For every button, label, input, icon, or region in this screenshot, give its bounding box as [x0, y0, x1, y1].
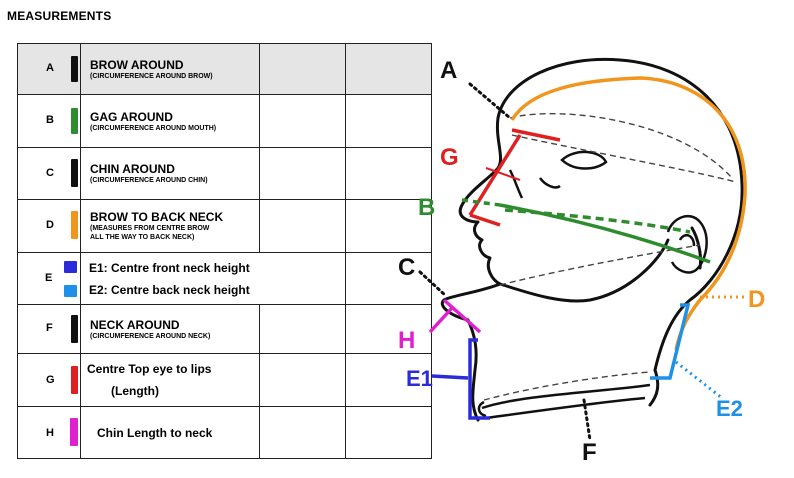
row-letter-e: E	[45, 272, 53, 284]
row-subtitle-c: (CIRCUMFERENCE AROUND CHIN)	[90, 177, 208, 184]
row-title-f: NECK AROUND	[90, 317, 180, 332]
row-letter-b: B	[46, 114, 54, 126]
pointer-e1	[431, 374, 469, 380]
row-letter-g: G	[46, 374, 55, 386]
line-b	[461, 198, 711, 264]
table-row-b: B GAG AROUND (CIRCUMFERENCE AROUND MOUTH…	[17, 94, 432, 148]
color-swatch-b	[71, 108, 78, 134]
pointer-c	[418, 270, 448, 298]
row-title-b: GAG AROUND	[90, 109, 173, 124]
bracket-e2	[650, 303, 691, 380]
row-e2-text: E2: Centre back neck height	[89, 282, 250, 297]
label-e2: E2	[716, 396, 743, 421]
pointer-a	[468, 82, 512, 120]
pointer-e2	[675, 360, 723, 400]
line-d	[510, 76, 747, 351]
bracket-e1	[468, 338, 490, 420]
row-letter-h: H	[46, 427, 54, 439]
color-swatch-f	[71, 315, 78, 343]
row-title-c: CHIN AROUND	[90, 162, 175, 176]
table-row-f: F NECK AROUND (CIRCUMFERENCE AROUND NECK…	[17, 304, 432, 354]
neck-base	[477, 383, 651, 420]
row-letter-f: F	[46, 322, 53, 334]
table-row-c: C CHIN AROUND (CIRCUMFERENCE AROUND CHIN…	[17, 147, 432, 200]
eye-shape	[508, 150, 608, 199]
label-e1: E1	[406, 366, 433, 391]
row-subtitle-f: (CIRCUMFERENCE AROUND NECK)	[90, 332, 211, 340]
row-title-d: BROW TO BACK NECK	[90, 210, 224, 224]
row-letter-c: C	[46, 167, 54, 179]
row-title-h: Chin Length to neck	[97, 425, 213, 440]
label-f: F	[582, 439, 597, 466]
color-swatch-d	[71, 211, 78, 239]
table-row-g: G Centre Top eye to lips (Length)	[17, 353, 432, 407]
measurements-table: A BROW AROUND (CIRCUMFERENCE AROUND BROW…	[17, 43, 432, 459]
row-letter-a: A	[46, 62, 54, 74]
label-b: B	[418, 194, 435, 221]
color-swatch-h	[70, 418, 78, 446]
color-swatch-e1	[64, 261, 77, 273]
row-title-a: BROW AROUND	[90, 57, 184, 72]
row-title-g-2: (Length)	[111, 384, 159, 398]
color-swatch-c	[71, 159, 78, 187]
row-subtitle-a: (CIRCUMFERENCE AROUND BROW)	[90, 72, 213, 80]
ear-shape	[666, 214, 708, 274]
row-subtitle-b: (CIRCUMFERENCE AROUND MOUTH)	[90, 124, 217, 132]
color-swatch-a	[71, 56, 78, 82]
line-g	[468, 128, 561, 227]
row-subtitle-d-1: (MEASURES FROM CENTRE BROW	[90, 225, 210, 232]
row-letter-d: D	[46, 219, 54, 231]
row-e1-text: E1: Centre front neck height	[89, 260, 250, 275]
page-title: MEASUREMENTS	[7, 9, 112, 23]
label-h: H	[398, 327, 415, 354]
pointer-lines	[418, 82, 592, 442]
label-a: A	[440, 57, 457, 84]
label-g: G	[440, 144, 459, 171]
row-subtitle-d-2: ALL THE WAY TO BACK NECK)	[90, 234, 195, 241]
line-h	[428, 298, 482, 334]
label-d: D	[748, 286, 765, 313]
table-row-h: H Chin Length to neck	[17, 406, 432, 459]
label-c: C	[398, 254, 415, 281]
pointer-f	[582, 398, 592, 442]
color-swatch-e2	[64, 285, 77, 297]
row-title-g: Centre Top eye to lips	[87, 362, 212, 376]
color-swatch-g	[71, 366, 78, 394]
head-outline	[440, 57, 744, 422]
